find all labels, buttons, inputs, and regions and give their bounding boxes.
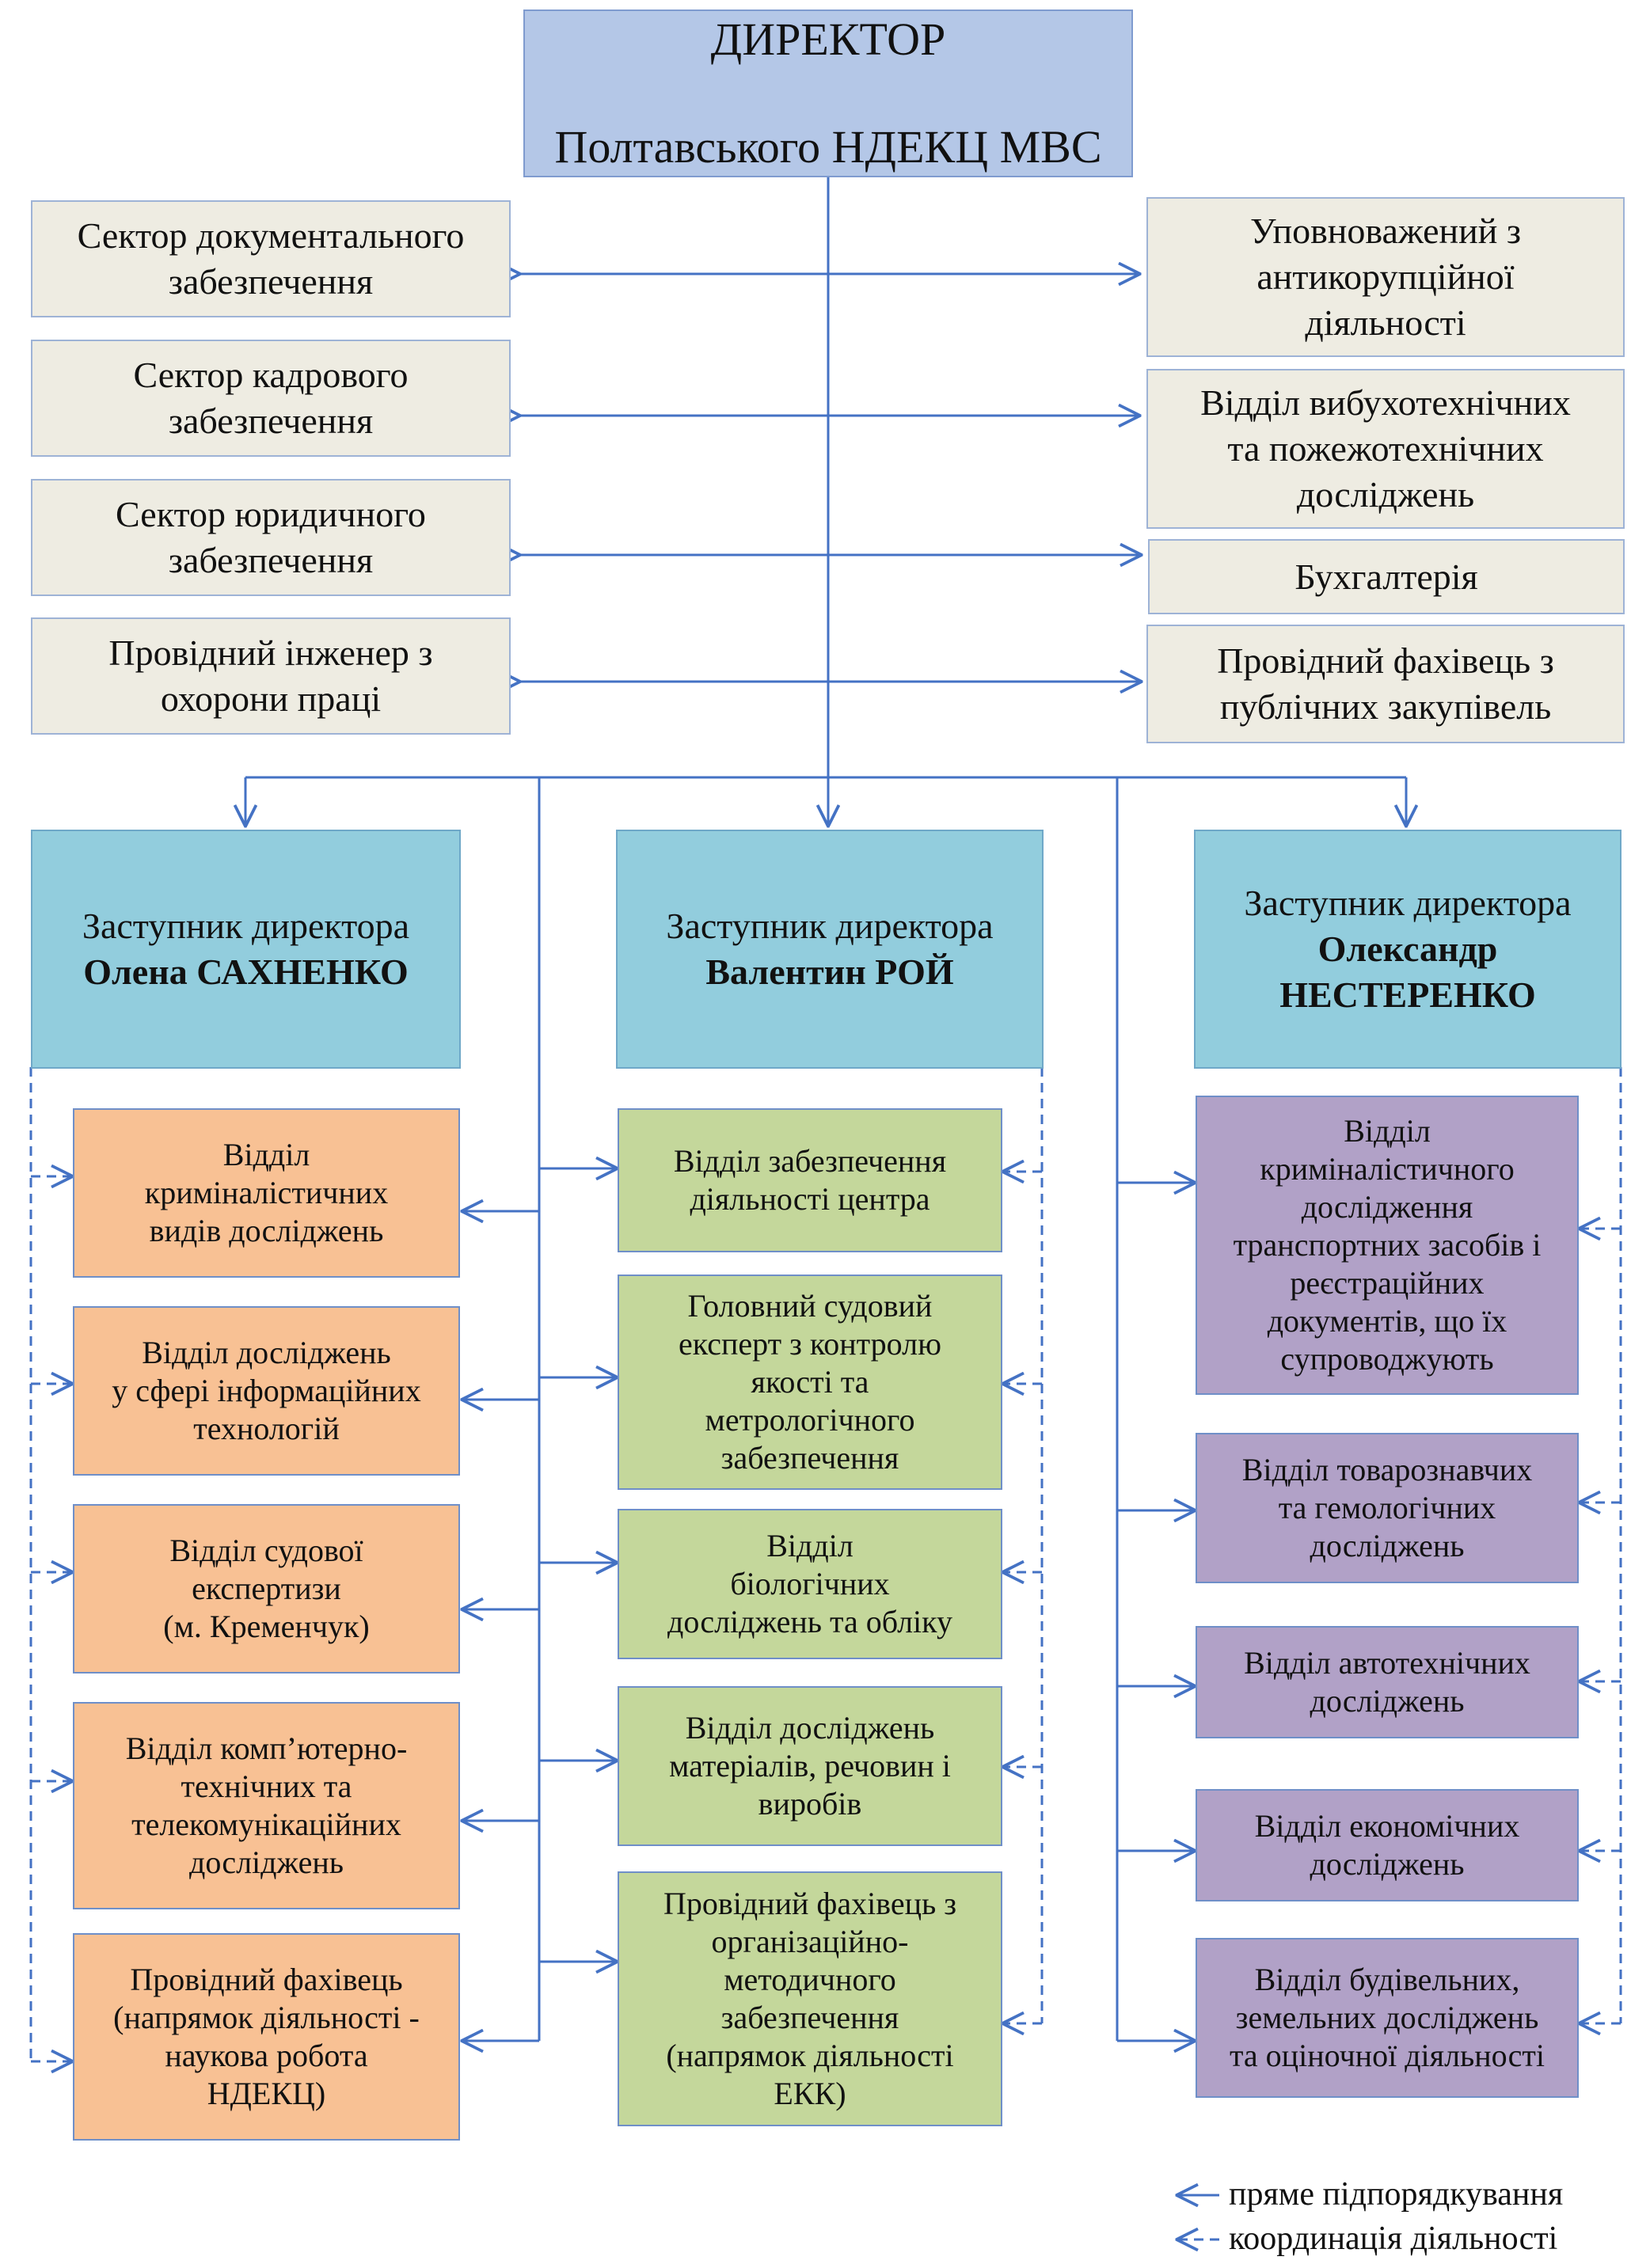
unit-label: Відділ забезпечення діяльності центра <box>673 1143 947 1217</box>
unit-label: Провідний інженер з охорони праці <box>108 633 433 719</box>
deputy-title: Заступник директора <box>666 906 994 946</box>
unit-label: Відділ комп’ютерно- технічних та телеком… <box>125 1730 408 1880</box>
unit-label: Уповноважений з антикорупційної діяльнос… <box>1249 211 1522 343</box>
col3-unit-2: Відділ товарознавчих та гемологічних дос… <box>1196 1433 1579 1583</box>
col1-unit-5: Провідний фахівець (напрямок діяльності … <box>73 1933 460 2141</box>
unit-labor-safety: Провідний інженер з охорони праці <box>31 617 511 735</box>
director-org: Полтавського НДЕКЦ МВС <box>554 121 1102 173</box>
unit-label: Відділ криміналістичних видів досліджень <box>144 1137 389 1248</box>
unit-label: Сектор документального забезпечення <box>77 215 465 302</box>
legend-direct-label: пряме підпорядкування <box>1229 2176 1564 2213</box>
unit-label: Головний судовий експерт з контролю якос… <box>679 1288 941 1476</box>
col1-unit-3: Відділ судової експертизи (м. Кременчук) <box>73 1504 460 1673</box>
unit-label: Відділ криміналістичного дослідження тра… <box>1233 1113 1542 1377</box>
unit-label: Провідний фахівець (напрямок діяльності … <box>113 1962 420 2111</box>
col2-unit-5: Провідний фахівець з організаційно- мето… <box>618 1871 1002 2126</box>
col2-unit-4: Відділ досліджень матеріалів, речовин і … <box>618 1686 1002 1846</box>
unit-procurement: Провідний фахівець з публічних закупівел… <box>1146 625 1625 743</box>
unit-label: Відділ вибухотехнічних та пожежотехнічни… <box>1200 382 1571 515</box>
unit-hr-sector: Сектор кадрового забезпечення <box>31 340 511 457</box>
unit-label: Відділ будівельних, земельних досліджень… <box>1229 1962 1545 2073</box>
col3-unit-3: Відділ автотехнічних досліджень <box>1196 1626 1579 1738</box>
director-title: ДИРЕКТОР <box>710 13 946 65</box>
deputy-title: Заступник директора <box>1244 883 1572 923</box>
col2-unit-3: Відділ біологічних досліджень та обліку <box>618 1509 1002 1659</box>
unit-anticorruption: Уповноважений з антикорупційної діяльнос… <box>1146 197 1625 357</box>
unit-label: Сектор кадрового забезпечення <box>133 355 409 441</box>
director-box: ДИРЕКТОР Полтавського НДЕКЦ МВС <box>523 9 1133 177</box>
unit-label: Сектор юридичного забезпечення <box>116 494 426 580</box>
unit-accounting: Бухгалтерія <box>1148 539 1625 614</box>
col2-unit-1: Відділ забезпечення діяльності центра <box>618 1108 1002 1252</box>
col1-unit-4: Відділ комп’ютерно- технічних та телеком… <box>73 1702 460 1909</box>
unit-document-sector: Сектор документального забезпечення <box>31 200 511 317</box>
unit-label: Відділ товарознавчих та гемологічних дос… <box>1241 1452 1533 1563</box>
unit-label: Відділ досліджень матеріалів, речовин і … <box>669 1710 951 1822</box>
unit-label: Провідний фахівець з публічних закупівел… <box>1217 640 1554 727</box>
unit-label: Провідний фахівець з організаційно- мето… <box>663 1886 957 2111</box>
legend-coord-label: координація діяльності <box>1229 2221 1558 2257</box>
col3-unit-1: Відділ криміналістичного дослідження тра… <box>1196 1096 1579 1395</box>
deputy-name: Олена САХНЕНКО <box>83 952 409 992</box>
unit-label: Відділ біологічних досліджень та обліку <box>667 1528 953 1639</box>
col1-unit-2: Відділ досліджень у сфері інформаційних … <box>73 1306 460 1476</box>
unit-label: Бухгалтерія <box>1295 556 1478 597</box>
unit-label: Відділ економічних досліджень <box>1254 1808 1520 1882</box>
unit-explosives-fire: Відділ вибухотехнічних та пожежотехнічни… <box>1146 369 1625 529</box>
unit-legal-sector: Сектор юридичного забезпечення <box>31 479 511 596</box>
deputy-name: Валентин РОЙ <box>705 952 954 992</box>
deputy-title: Заступник директора <box>82 906 410 946</box>
col3-unit-5: Відділ будівельних, земельних досліджень… <box>1196 1938 1579 2098</box>
unit-label: Відділ автотехнічних досліджень <box>1244 1645 1530 1719</box>
unit-label: Відділ судової експертизи (м. Кременчук) <box>163 1533 370 1644</box>
col1-unit-1: Відділ криміналістичних видів досліджень <box>73 1108 460 1278</box>
unit-label: Відділ досліджень у сфері інформаційних … <box>112 1335 421 1446</box>
col3-unit-4: Відділ економічних досліджень <box>1196 1789 1579 1901</box>
col2-unit-2: Головний судовий експерт з контролю якос… <box>618 1275 1002 1490</box>
deputy-name: Олександр НЕСТЕРЕНКО <box>1279 929 1536 1015</box>
